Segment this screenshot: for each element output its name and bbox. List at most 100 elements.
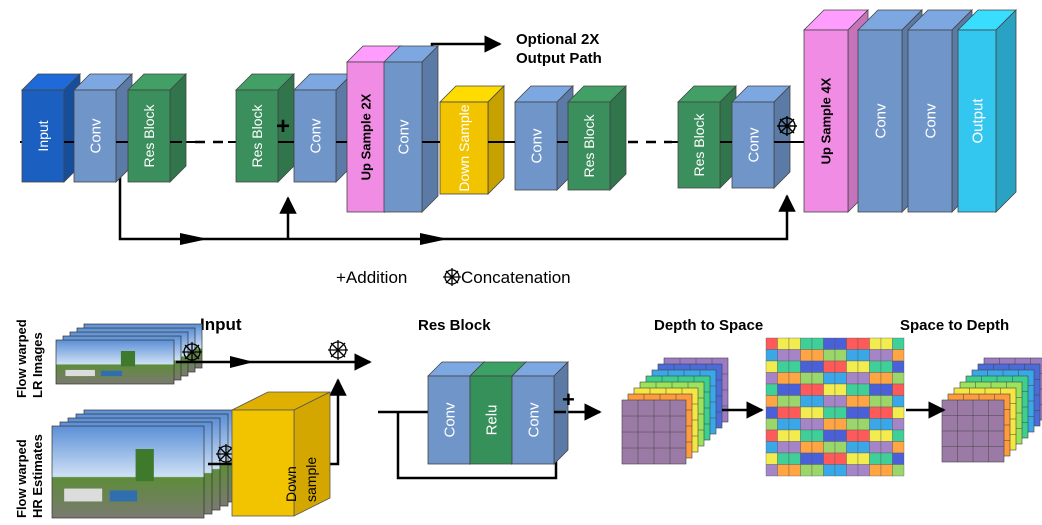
legend-concatenation-icon (443, 268, 461, 286)
space-grid-cell (823, 349, 836, 362)
res-block-3-label: Res Block (581, 113, 597, 177)
space-grid-cell (892, 464, 905, 477)
space-grid-cell (823, 452, 836, 465)
space-grid-cell (788, 406, 801, 419)
space-grid-cell (800, 337, 813, 350)
input-concatenation-icons (182, 340, 348, 464)
space-grid-cell (846, 337, 859, 350)
space-grid-cell (892, 441, 905, 454)
space-grid-cell (788, 337, 801, 350)
space-grid-cell (811, 418, 824, 431)
space-grid-cell (811, 395, 824, 408)
space-grid-cell (777, 372, 790, 385)
space-grid-cell (869, 429, 882, 442)
space-grid-cell (777, 395, 790, 408)
space-grid-cell (811, 441, 824, 454)
lr-label-line1: Flow warped (14, 319, 29, 398)
space-grid-cell (777, 429, 790, 442)
space-grid-cell (800, 372, 813, 385)
space-grid-cell (823, 372, 836, 385)
space-grid-cell (777, 418, 790, 431)
space-grid-cell (892, 406, 905, 419)
space-grid-cell (823, 395, 836, 408)
conv-6-label: Conv (872, 103, 889, 139)
lr-image-frame (55, 339, 175, 385)
space-grid-cell (892, 337, 905, 350)
down-sample-label-line1: Down (283, 466, 299, 502)
space-grid-cell (892, 349, 905, 362)
space-grid-cell (846, 383, 859, 396)
space-grid-cell (834, 360, 847, 373)
space-grid-cell (869, 337, 882, 350)
space-grid-cell (788, 349, 801, 362)
space-grid-cell (788, 464, 801, 477)
legend-concatenation: Concatenation (461, 268, 571, 287)
space-grid-cell (765, 360, 778, 373)
space-grid-cell (846, 429, 859, 442)
input-block: Input (21, 73, 81, 183)
space-grid-cell (765, 372, 778, 385)
res-block-2-label: Res Block (249, 103, 265, 167)
space-grid-cell (857, 418, 870, 431)
space-grid-cell (880, 372, 893, 385)
space-grid-cell (777, 349, 790, 362)
global-skip-connection (118, 142, 796, 245)
output-block: Output (957, 9, 1017, 213)
depth-right-channel (941, 399, 1005, 463)
space-grid-cell (823, 441, 836, 454)
space-grid-cell (857, 406, 870, 419)
concatenation-icon (777, 116, 797, 136)
hr-label-line2: HR Estimates (30, 434, 45, 518)
space-grid-cell (823, 429, 836, 442)
input-section-title: Input (200, 315, 242, 334)
res-conv-b-label: Conv (525, 402, 542, 438)
concatenation-icon (216, 444, 236, 464)
space-grid-cell (811, 452, 824, 465)
space-grid-cell (800, 406, 813, 419)
conv-3-block: Conv (383, 45, 439, 213)
space-grid-cell (811, 372, 824, 385)
space-grid-cell (880, 429, 893, 442)
space-grid-cell (869, 360, 882, 373)
space-grid-cell (834, 429, 847, 442)
space-grid-cell (892, 383, 905, 396)
space-grid-cell (880, 349, 893, 362)
space-grid-cell (834, 406, 847, 419)
space-grid-cell (857, 464, 870, 477)
conv-2-label: Conv (307, 118, 324, 154)
space-grid-cell (777, 337, 790, 350)
space-grid-cell (765, 441, 778, 454)
res-block-1-block: Res Block (127, 73, 187, 183)
hr-image-stack (51, 409, 237, 519)
space-grid-cell (811, 464, 824, 477)
space-grid-cell (857, 383, 870, 396)
space-grid-cell (880, 395, 893, 408)
space-grid-cell (765, 395, 778, 408)
space-grid-cell (777, 452, 790, 465)
top-network-blocks: Input Conv Res Block Res Block Conv Up Sample… (21, 9, 1017, 213)
space-grid-cell (788, 395, 801, 408)
space-grid-cell (846, 360, 859, 373)
space-grid-cell (811, 337, 824, 350)
space-grid-cell (788, 418, 801, 431)
space-grid-cell (857, 337, 870, 350)
space-grid-cell (765, 337, 778, 350)
space-grid-cell (800, 429, 813, 442)
space-grid-cell (880, 464, 893, 477)
space-grid-cell (846, 464, 859, 477)
space-grid-cell (765, 452, 778, 465)
space-grid-cell (788, 441, 801, 454)
space-grid-cell (846, 452, 859, 465)
space-grid-cell (834, 464, 847, 477)
space-grid-cell (788, 429, 801, 442)
up-sample-4x-label: Up Sample 4X (819, 77, 834, 164)
depth-channel-stack-right (941, 357, 1042, 463)
legend-addition: +Addition (336, 268, 407, 287)
space-grid-cell (869, 452, 882, 465)
space-grid-cell (823, 383, 836, 396)
space-grid-cell (869, 441, 882, 454)
space-grid-cell (834, 452, 847, 465)
